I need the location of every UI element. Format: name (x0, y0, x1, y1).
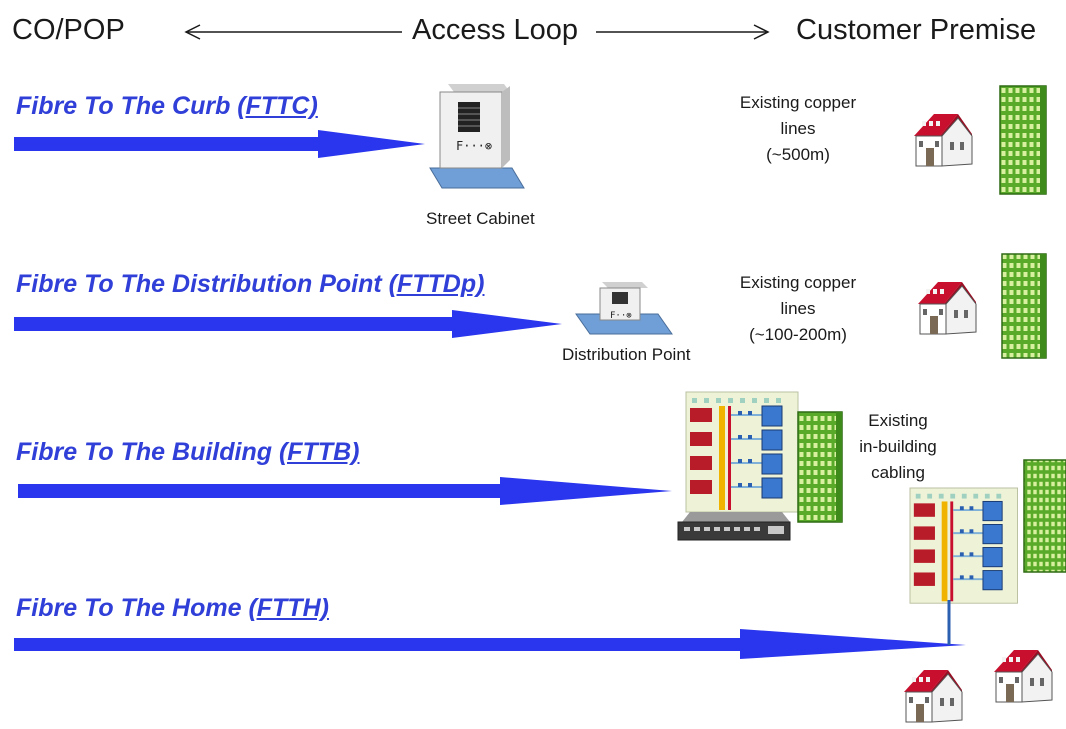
arrow-left-icon (184, 24, 402, 40)
fttdp-note-line: (~100-200m) (749, 325, 847, 344)
network-switch-icon (677, 512, 791, 541)
fttdp-abbr: (FTTDp) (388, 270, 485, 298)
fttb-note: Existing in-building cabling (842, 408, 954, 486)
house-icon (903, 669, 963, 723)
tower-icon (797, 411, 843, 523)
tower-icon (999, 85, 1047, 195)
arrow-right-icon (596, 24, 770, 40)
fttdp-fibre-arrow (14, 310, 562, 338)
fttb-note-line: cabling (871, 463, 925, 482)
fttb-note-line: in-building (859, 437, 937, 456)
fttdp-note: Existing copper lines (~100-200m) (728, 270, 868, 348)
svg-text:F··⊗: F··⊗ (610, 311, 632, 321)
fttb-note-line: Existing (868, 411, 928, 430)
fttc-note-line: Existing copper (739, 93, 857, 112)
fttc-note-line: (~500m) (766, 145, 830, 164)
fttdp-note-line: Existing copper (739, 273, 857, 292)
house-icon (917, 281, 977, 335)
header-access-loop: Access Loop (412, 14, 579, 46)
fttc-abbr: (FTTC) (237, 92, 318, 120)
fttdp-title-text: Fibre To The Distribution Point (16, 270, 382, 298)
tower-icon (1023, 459, 1066, 573)
building-network-icon (909, 487, 1019, 605)
fttc-note-line: lines (780, 119, 816, 138)
fttb-abbr: (FTTB) (278, 438, 360, 466)
svg-text:F···⊗: F···⊗ (456, 139, 492, 153)
distribution-point-label: Distribution Point (562, 345, 691, 364)
fttb-title-text: Fibre To The Building (16, 438, 272, 466)
fttc-title-text: Fibre To The Curb (16, 92, 231, 120)
building-network-icon (685, 391, 799, 513)
street-cabinet-icon: F···⊗ (429, 84, 525, 189)
ftth-title: Fibre To The Home (FTTH) (16, 594, 329, 623)
ftth-title-text: Fibre To The Home (16, 594, 242, 622)
house-icon (913, 113, 973, 167)
fttc-fibre-arrow (14, 130, 425, 158)
fttdp-title: Fibre To The Distribution Point (FTTDp) (16, 270, 484, 299)
header-co-pop: CO/POP (12, 14, 125, 46)
fttb-title: Fibre To The Building (FTTB) (16, 438, 359, 467)
fttc-title: Fibre To The Curb (FTTC) (16, 92, 318, 121)
ftth-abbr: (FTTH) (248, 594, 329, 622)
fttdp-note-line: lines (780, 299, 816, 318)
fttc-note: Existing copper lines (~500m) (728, 90, 868, 168)
fttb-fibre-arrow (18, 477, 672, 505)
header-customer-premise: Customer Premise (796, 14, 1037, 46)
ftth-fibre-arrow (14, 629, 966, 659)
distribution-point-icon: F··⊗ (575, 282, 673, 335)
street-cabinet-label: Street Cabinet (426, 209, 535, 228)
house-icon (993, 649, 1053, 703)
tower-icon (1001, 253, 1047, 359)
